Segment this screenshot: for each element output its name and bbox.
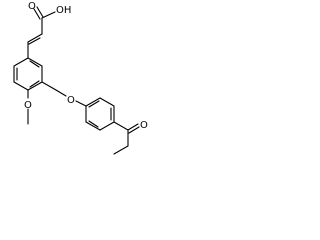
benzyl-ether-linker — [41, 81, 87, 107]
o-ring2-bond — [75, 100, 87, 107]
vinyl-double-bond — [28, 37, 41, 45]
carbonyl-double-bond-1 — [33, 8, 41, 20]
c-oh-bond — [41, 11, 56, 19]
ketone-oxygen-label: O — [140, 120, 148, 131]
ketone-double-bond-2 — [128, 126, 140, 134]
ketone-double-bond-1 — [127, 123, 139, 131]
acrylic-acid-group — [27, 6, 56, 59]
ch2-o-bond — [55, 89, 67, 97]
benzene-ring-2 — [85, 97, 115, 131]
ring-ch2-bond — [41, 81, 57, 91]
benzene-ring-1 — [13, 57, 43, 91]
carbonyl-double-bond-2 — [36, 6, 44, 18]
hydroxyl-label: OH — [56, 5, 71, 16]
ethyl-bond — [113, 145, 129, 155]
ring-carbonyl-bond — [113, 121, 129, 131]
methoxy-oxygen-label: O — [24, 100, 32, 111]
ether-oxygen-label: O — [67, 95, 75, 106]
propanoyl-group — [113, 121, 140, 155]
vinyl-bond — [27, 33, 43, 43]
carbonyl-oxygen-acid-label: O — [28, 1, 36, 12]
chemical-structure-diagram: O OH O O O — [13, 1, 148, 155]
